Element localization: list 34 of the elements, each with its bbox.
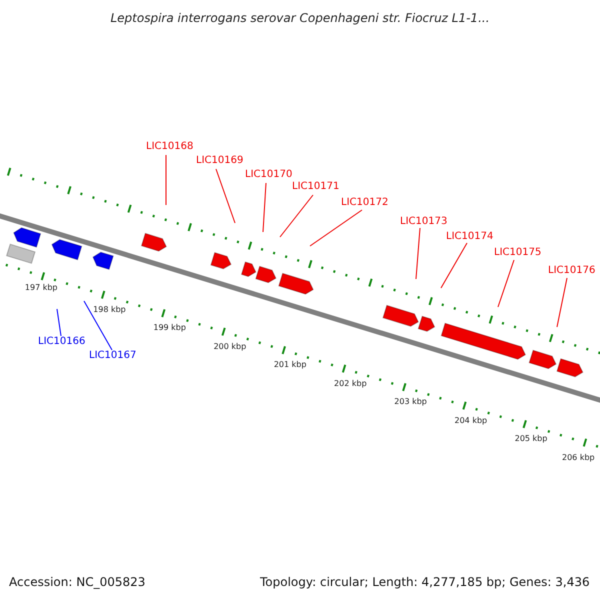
leader-line [556, 278, 568, 328]
scale-label: 197 kbp [24, 284, 58, 292]
scale-label: 202 kbp [334, 380, 367, 388]
leader-line [216, 168, 236, 224]
leader-line [440, 242, 468, 288]
scale-label: 199 kbp [153, 324, 186, 332]
leader-line [416, 228, 420, 280]
gene-label: LIC10175 [494, 248, 542, 258]
gene-label: LIC10166 [38, 337, 86, 347]
leader-line [310, 210, 362, 246]
scale-label: 200 kbp [214, 342, 246, 351]
scale-label: 201 kbp [274, 361, 306, 370]
gene-label: LIC10174 [446, 232, 494, 242]
scale-label: 205 kbp [514, 435, 548, 444]
genome-summary-text: Topology: circular; Length: 4,277,185 bp; Genes: 3,436 [260, 576, 590, 588]
scale-label: 204 kbp [454, 416, 488, 425]
scale-label: 198 kbp [93, 306, 126, 314]
gene-label: LIC10168 [146, 142, 194, 152]
leader-line [280, 194, 314, 238]
leader-line [262, 182, 266, 232]
gene-label: LIC10169 [196, 156, 244, 166]
leader-line [498, 260, 514, 308]
scale-label: 206 kbp [562, 454, 595, 462]
leader-line [84, 300, 112, 350]
gene-label: LIC10176 [548, 266, 596, 276]
gene-label: LIC10172 [341, 198, 388, 208]
accession-text: Accession: NC_005823 [9, 576, 146, 588]
gene-label: LIC10173 [400, 217, 448, 227]
title: Leptospira interrogans serovar Copenhageni str. Fiocruz L1-1... [109, 12, 491, 24]
gene-label: LIC10167 [89, 351, 136, 361]
scale-label: 203 kbp [394, 398, 427, 406]
gene-label: LIC10171 [292, 182, 340, 192]
gene-label: LIC10170 [245, 170, 292, 180]
leader-line [56, 308, 62, 336]
